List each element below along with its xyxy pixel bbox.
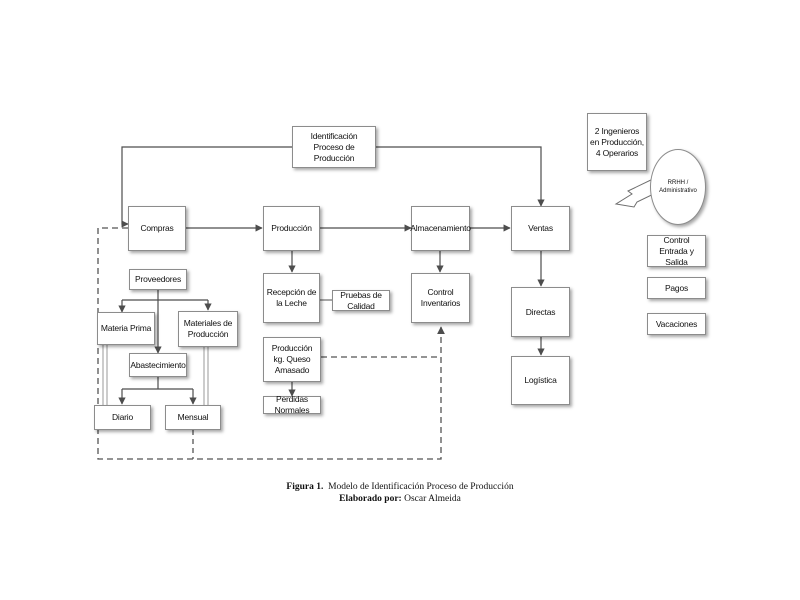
node-control-inventarios: Control Inventarios: [411, 273, 470, 323]
node-recepcion-leche: Recepción de la Leche: [263, 273, 320, 323]
node-materiales-produccion: Materiales de Producción: [178, 311, 238, 347]
node-identificacion: Identificación Proceso de Producción: [292, 126, 376, 168]
author-caption: Elaborado por: Oscar Almeida: [0, 494, 800, 505]
node-ventas: Ventas: [511, 206, 570, 251]
figure-title: Modelo de Identificación Proceso de Prod…: [328, 482, 514, 492]
node-logistica: Logística: [511, 356, 570, 405]
author-name: Oscar Almeida: [404, 494, 461, 504]
node-materia-prima: Materia Prima: [97, 312, 155, 345]
author-label: Elaborado por:: [339, 494, 402, 504]
node-control-entrada: Control Entrada y Salida: [647, 235, 706, 267]
node-proveedores: Proveedores: [129, 269, 187, 290]
node-produccion: Producción: [263, 206, 320, 251]
dashed-loop-compras: [97, 227, 445, 460]
figure-label: Figura 1.: [286, 482, 324, 492]
node-almacenamiento: Almacenamiento: [410, 206, 471, 251]
node-compras: Compras: [128, 206, 186, 251]
node-pagos: Pagos: [647, 277, 706, 299]
node-directas: Directas: [511, 287, 570, 337]
node-perdidas-normales: Perdidas Normales: [263, 394, 321, 415]
connector-identificacion-ventas: [376, 146, 545, 207]
node-pruebas-calidad: Pruebas de Calidad: [332, 290, 390, 311]
connector-identificacion-compras: [121, 146, 292, 228]
node-diario: Diario: [94, 405, 151, 430]
node-vacaciones: Vacaciones: [647, 313, 706, 335]
node-abastecimiento: Abastecimiento: [129, 353, 187, 377]
figure-caption: Figura 1. Modelo de Identificación Proce…: [0, 482, 800, 493]
node-rrhh: RRHH / Administrativo: [650, 149, 706, 225]
node-mensual: Mensual: [165, 405, 221, 430]
node-produccion-queso: Producción kg. Queso Amasado: [263, 337, 321, 382]
node-ingenieros: 2 Ingenieros en Producción, 4 Operarios: [587, 113, 647, 171]
